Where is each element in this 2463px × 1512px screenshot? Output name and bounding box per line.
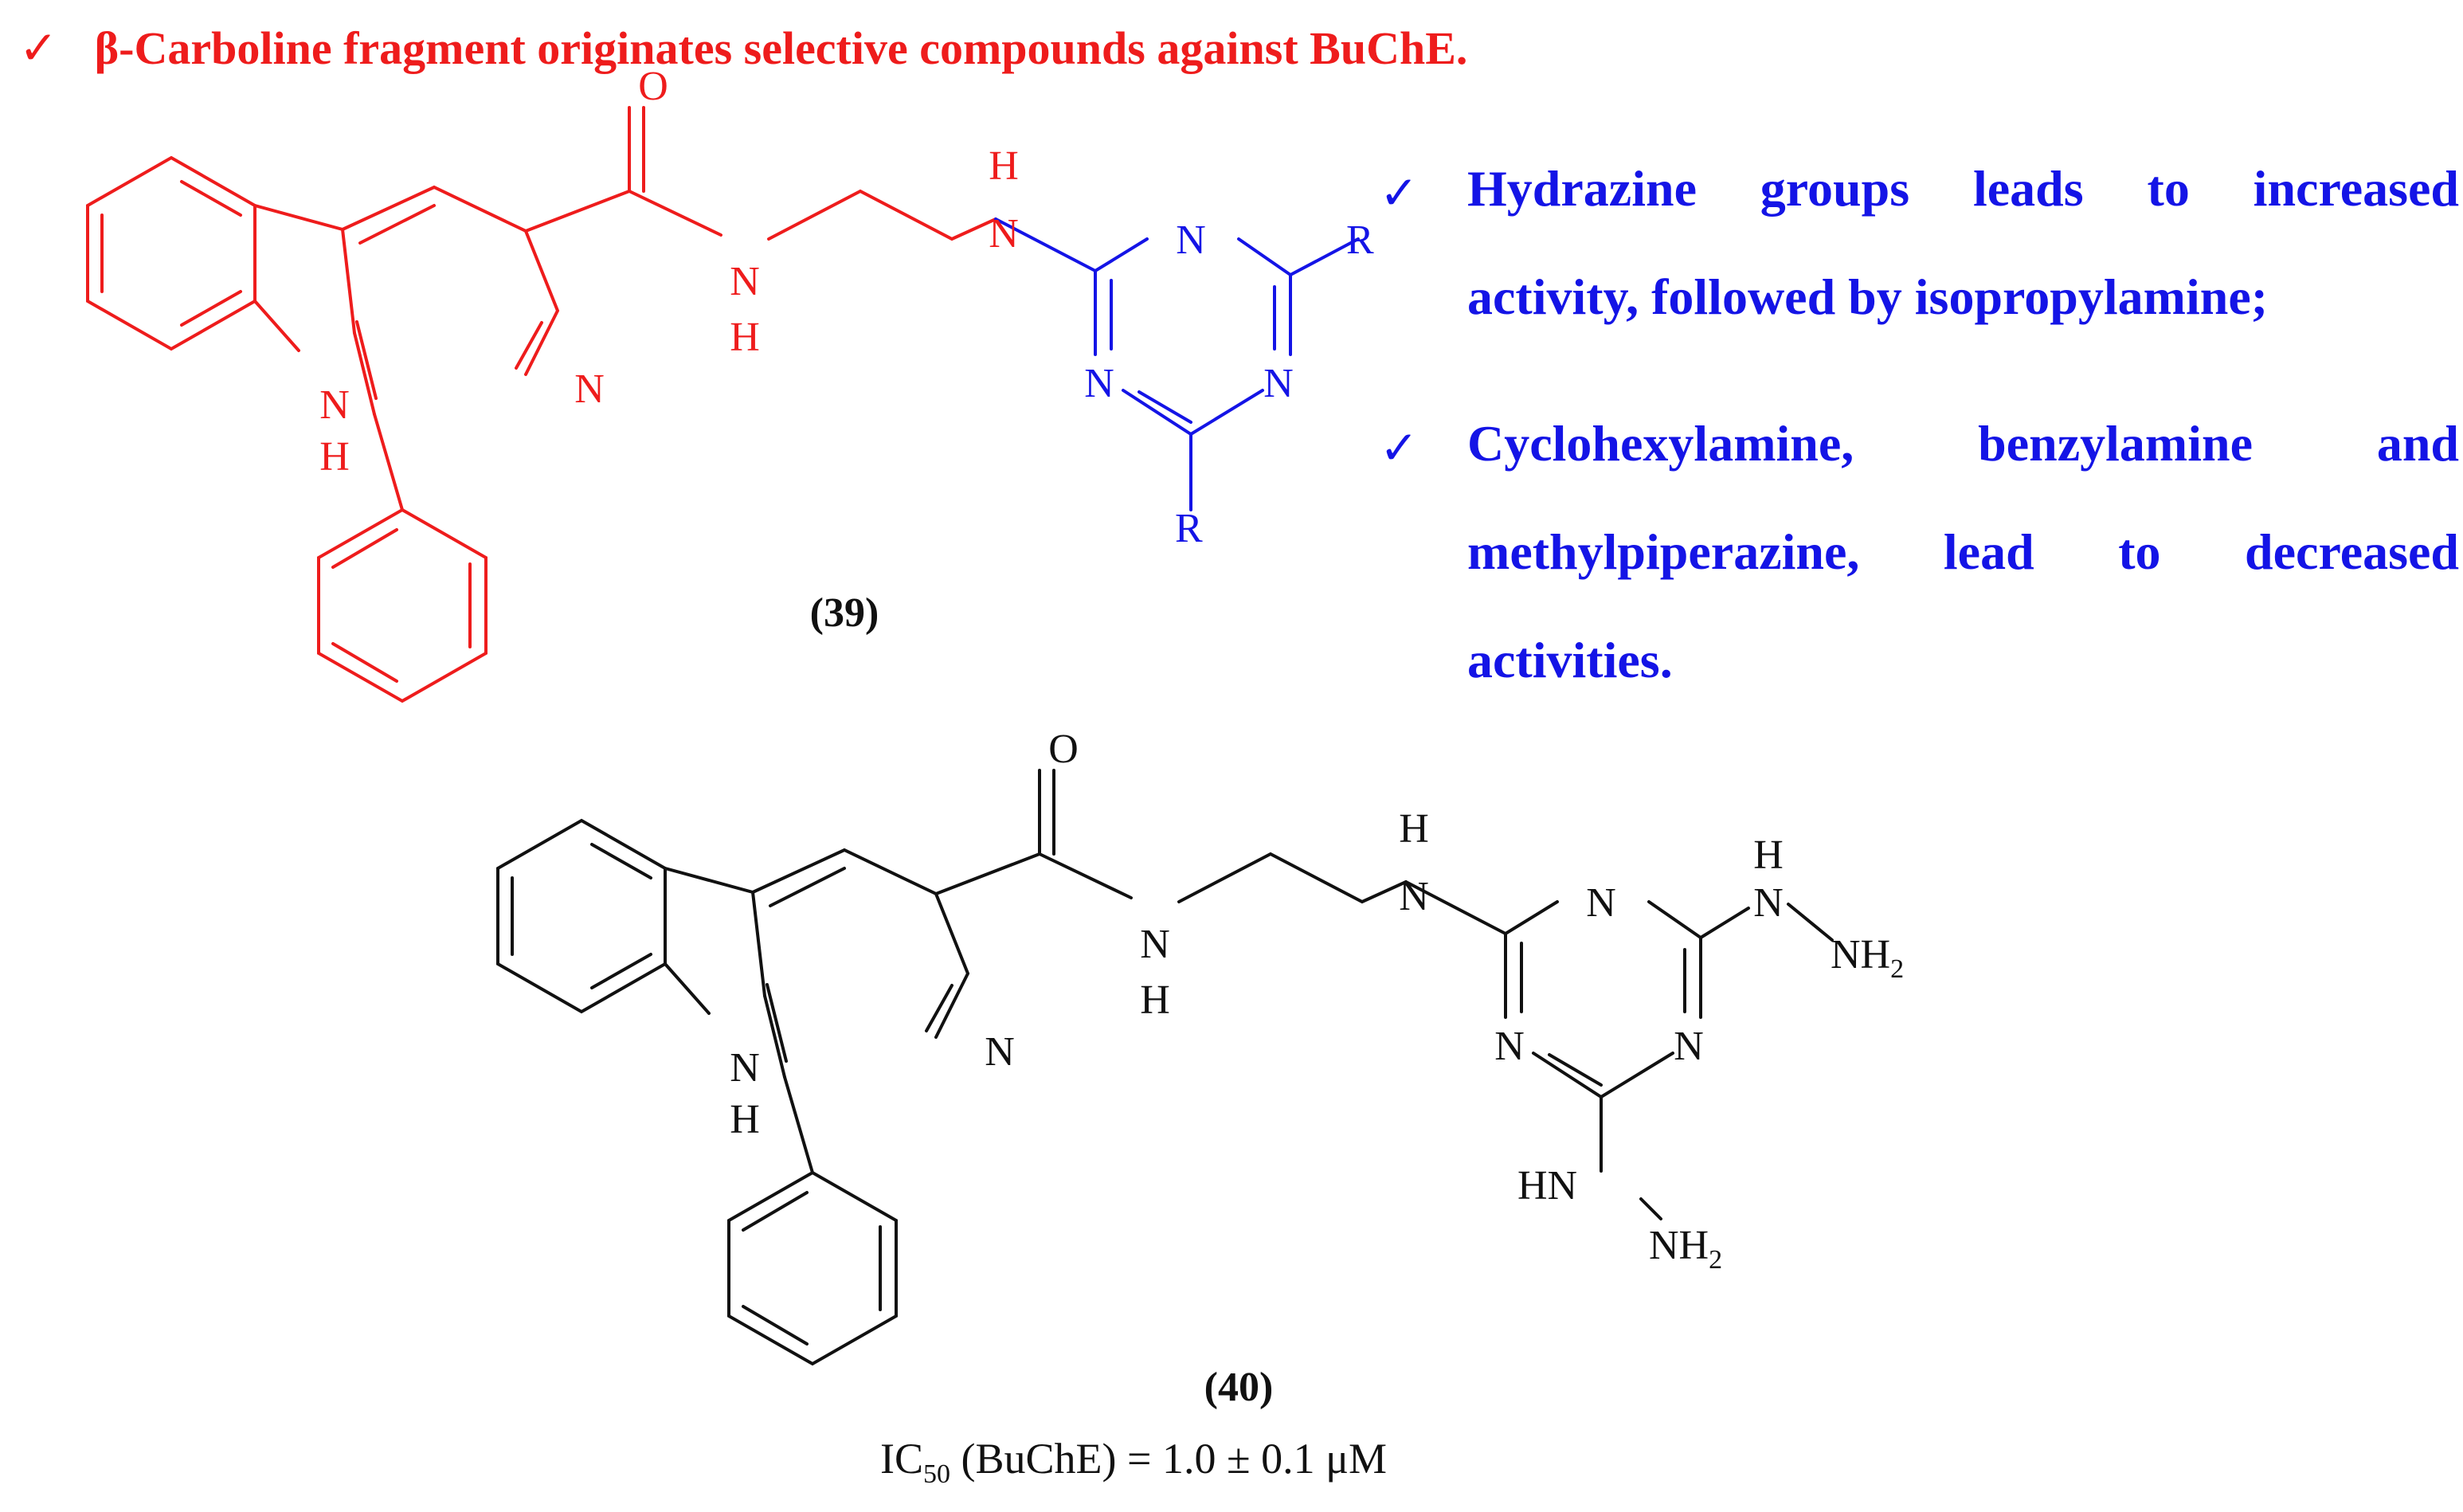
triazine-double-bonds — [1110, 279, 1276, 424]
atom-N: N — [574, 366, 605, 412]
phenyl-bond — [373, 413, 404, 511]
amide-bonds — [524, 106, 722, 237]
r-group-bonds — [1189, 237, 1360, 511]
atom-R: R — [1175, 506, 1203, 551]
phenyl-ring — [317, 507, 488, 703]
pyrrole-ring — [253, 204, 356, 352]
phenyl-double-bonds — [331, 528, 472, 683]
pyridine-double-bonds — [355, 204, 543, 400]
pyridine-double-bonds — [766, 867, 953, 1063]
bullet-line: Hydrazine groups leads to increased — [1467, 160, 2459, 217]
triazine-double-bonds — [1520, 942, 1686, 1087]
compound-40-label: (40) — [1204, 1365, 1274, 1410]
benzene-double-bonds — [511, 843, 652, 989]
atom-N: N — [1263, 361, 1294, 406]
atom-O: O — [638, 64, 668, 109]
bullet-line: activities. — [1467, 632, 1673, 688]
ethyl-chain — [767, 189, 997, 241]
benzene-double-bonds — [100, 180, 242, 327]
phenyl-ring — [727, 1170, 898, 1366]
ic50-text: (BuChE) = 1.0 ± 0.1 μM — [950, 1435, 1388, 1483]
atom-H: H — [730, 315, 760, 360]
hydrazine-bonds — [1600, 903, 1834, 1220]
bullet-line: activity, followed by isopropylamine; — [1467, 268, 2269, 325]
bullet-line: methylpiperazine, lead to decreased — [1467, 523, 2459, 580]
atom-H: H — [319, 434, 350, 480]
phenyl-double-bonds — [742, 1191, 882, 1346]
atom-N: N — [1399, 874, 1429, 919]
atom-NH2: NH2 — [1831, 932, 1904, 984]
pyridine-ring — [751, 848, 969, 1079]
atom-N: N — [1140, 922, 1170, 967]
triazine-ring — [1404, 880, 1702, 1099]
atom-N: N — [985, 1029, 1015, 1075]
atom-N: N — [1586, 880, 1616, 926]
phenyl-bond — [783, 1075, 814, 1174]
atom-HN: HN — [1517, 1163, 1577, 1208]
atom-H: H — [730, 1097, 760, 1142]
header-text: β-Carboline fragment originates selectiv… — [94, 22, 1468, 74]
atom-N: N — [730, 259, 760, 304]
atom-H: H — [1140, 977, 1170, 1023]
atom-NH2: NH2 — [1649, 1223, 1722, 1275]
atom-O: O — [1048, 727, 1079, 772]
atom-N: N — [319, 382, 350, 428]
pyridine-ring — [341, 185, 559, 416]
atom-H: H — [989, 143, 1019, 189]
amide-bonds — [934, 769, 1133, 899]
ethyl-chain — [1177, 852, 1408, 904]
atom-N: N — [1753, 880, 1784, 926]
bullet-line: Cyclohexylamine, benzylamine and — [1467, 415, 2459, 472]
triazine-ring — [994, 217, 1292, 437]
compound-40: O H N N H N N H N N N H N NH2 HN NH2 — [496, 727, 1904, 1366]
compound-39-label: (39) — [809, 590, 879, 636]
atom-N: N — [989, 211, 1019, 257]
atom-H: H — [1753, 832, 1784, 878]
ic50-subscript: 50 — [923, 1459, 950, 1489]
atom-N: N — [1494, 1024, 1525, 1069]
atom-R: R — [1346, 217, 1374, 263]
check-icon: ✓ — [1380, 167, 1419, 219]
atom-H: H — [1399, 806, 1429, 852]
atom-N: N — [730, 1045, 760, 1091]
ic50-value: IC50 (BuChE) = 1.0 ± 0.1 μM — [880, 1434, 1387, 1490]
pyrrole-ring — [664, 867, 766, 1015]
check-icon: ✓ — [1380, 422, 1419, 474]
check-icon: ✓ — [19, 22, 58, 74]
atom-N: N — [1084, 361, 1114, 406]
ic50-prefix: IC — [880, 1435, 923, 1483]
atom-N: N — [1176, 217, 1206, 263]
header-statement: ✓ β-Carboline fragment originates selecti… — [19, 21, 1467, 75]
benzene-ring — [86, 155, 256, 351]
benzene-ring — [496, 818, 667, 1014]
compound-39: O H N N H N N H N N N R R — [86, 64, 1374, 703]
atom-N: N — [1674, 1024, 1704, 1069]
